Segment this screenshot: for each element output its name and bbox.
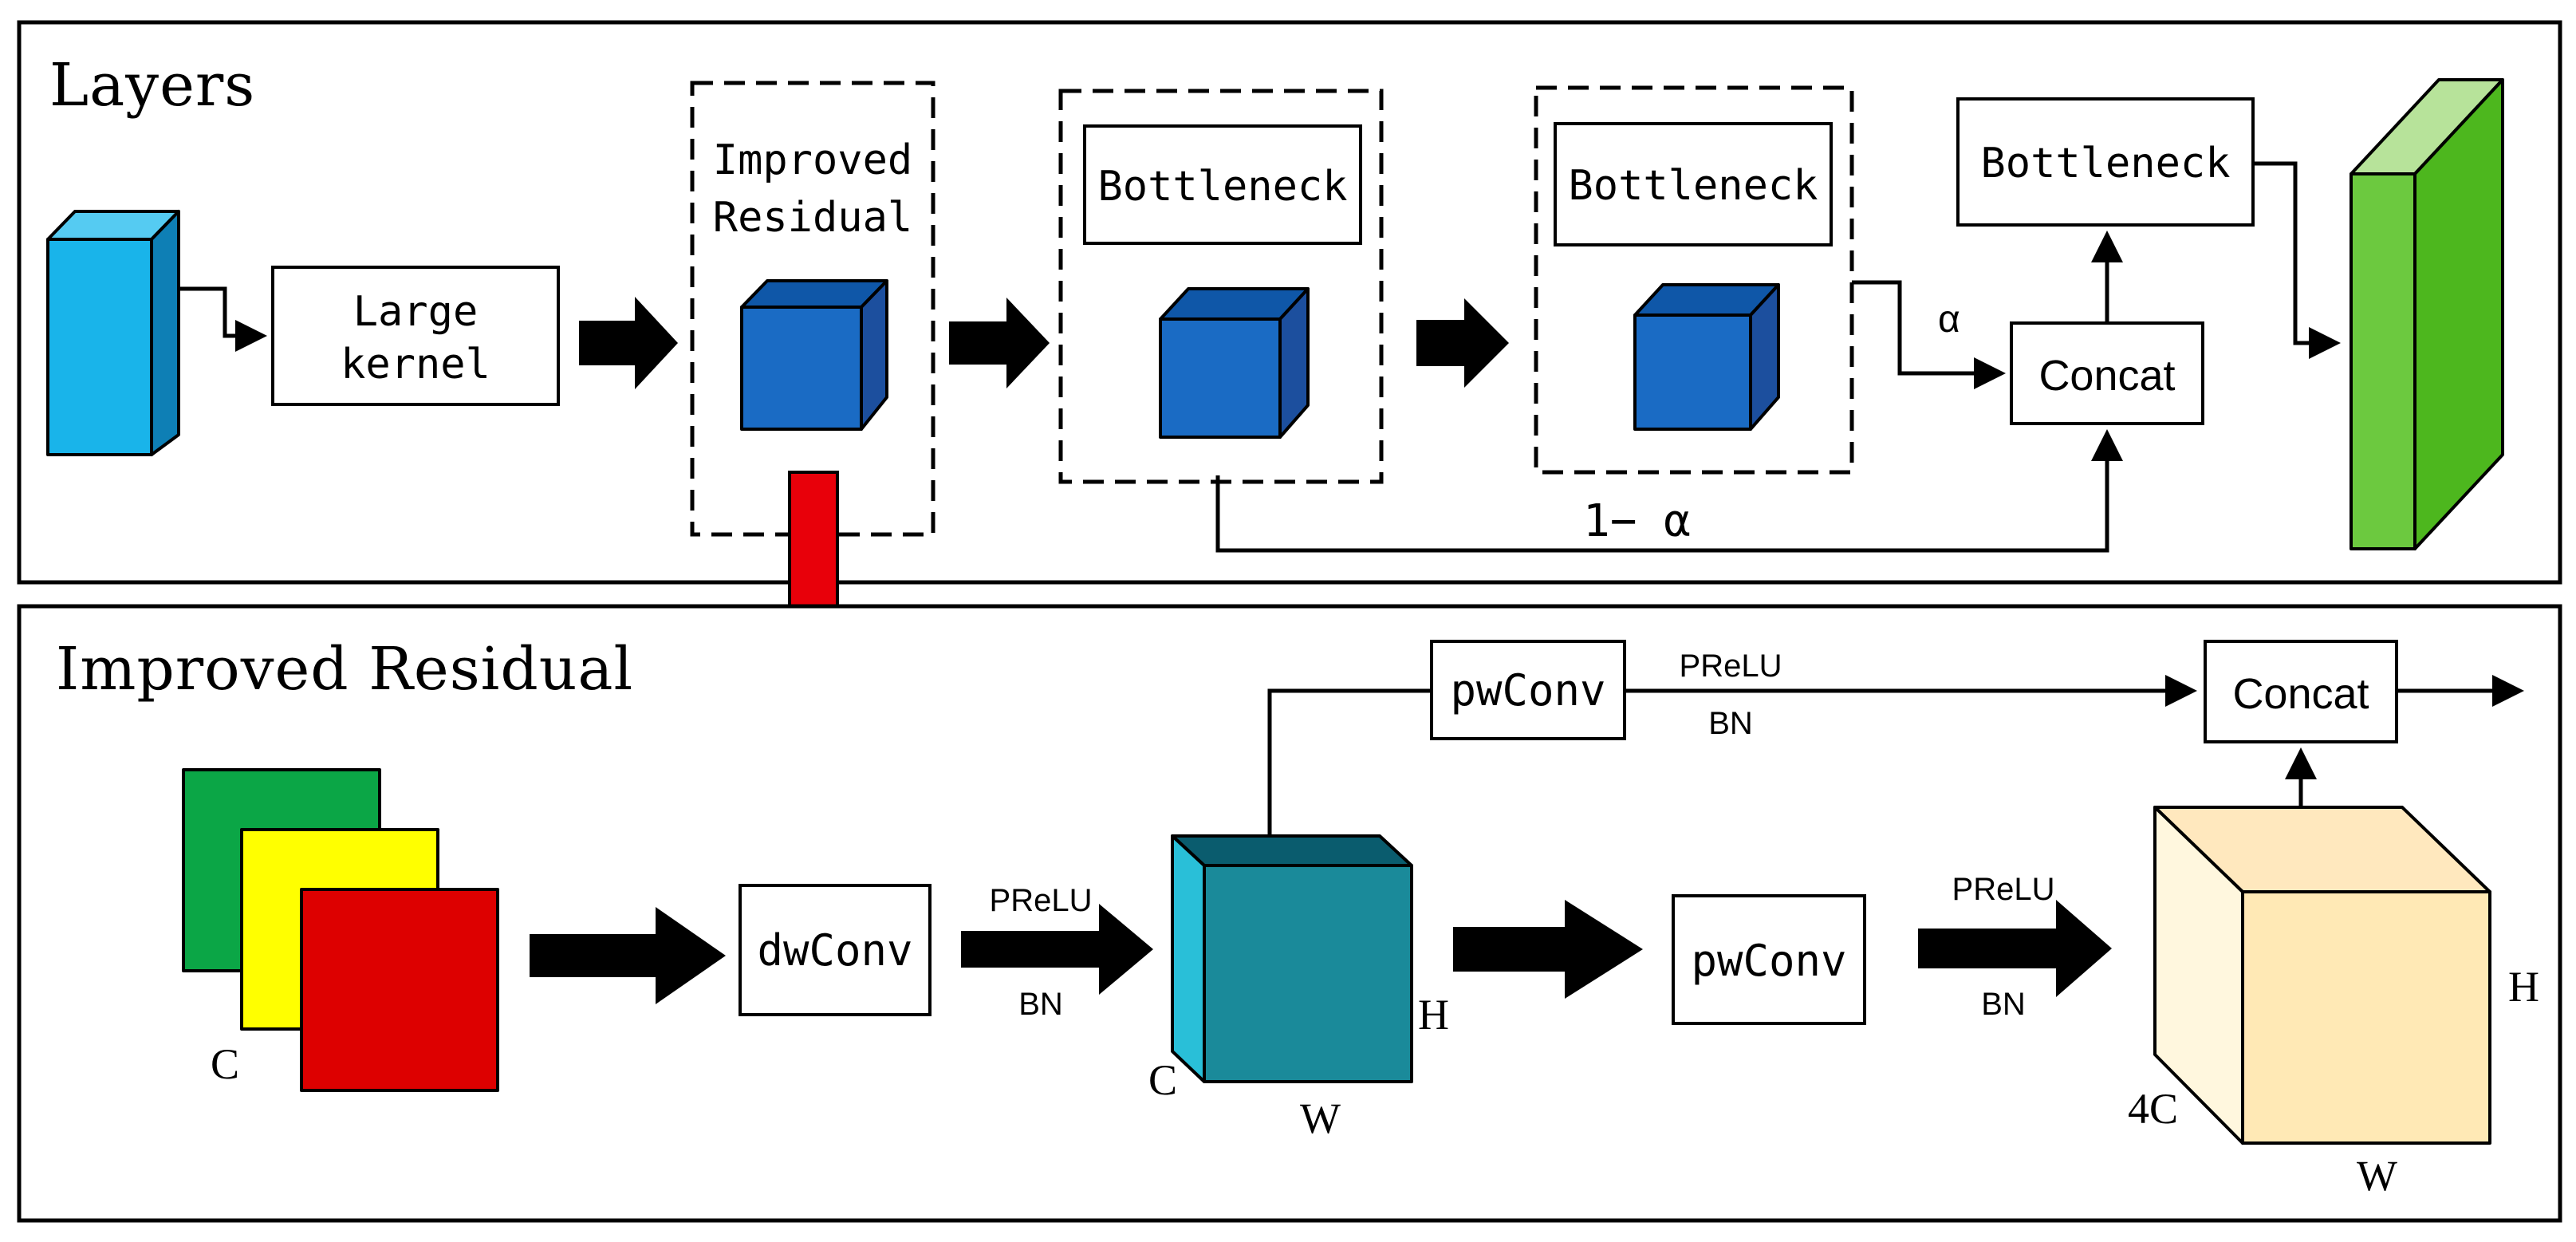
prelu-2-label: PReLU xyxy=(1952,872,2055,907)
bn-2-label: BN xyxy=(1981,987,2026,1022)
pwconv-top-label: pwConv xyxy=(1450,665,1605,716)
bottleneck-1-cube xyxy=(1159,287,1310,439)
large-kernel-node: Large kernel xyxy=(271,266,560,406)
bottleneck-2-cube xyxy=(1633,283,1780,431)
intermediate-teal-cuboid xyxy=(1171,834,1413,1083)
concat-top-node xyxy=(2010,321,2204,425)
bottleneck-group-2: Bottleneck xyxy=(1534,85,1854,475)
dwconv-label: dwConv xyxy=(757,925,912,976)
edge-one-minus-alpha xyxy=(1215,429,2123,553)
layers-panel-title: Layers xyxy=(49,51,255,120)
teal-h-label: H xyxy=(1418,991,1449,1039)
pwconv-mid-label: pwConv xyxy=(1691,936,1846,986)
out-h-label: H xyxy=(2508,963,2539,1011)
dwconv-node xyxy=(739,884,932,1016)
concat-bottom-label: Concat xyxy=(2232,670,2369,718)
input-channel-stack xyxy=(182,768,499,1092)
pwconv-mid-node xyxy=(1672,894,1866,1025)
input-feature-cuboid xyxy=(46,210,180,456)
output-cream-cube xyxy=(2153,806,2491,1145)
improved-residual-label-line1: Improved xyxy=(713,136,912,184)
edge-input-to-large-kernel xyxy=(179,286,267,352)
prelu-top-label: PReLU xyxy=(1680,649,1782,684)
concat-bottom-node xyxy=(2204,640,2398,743)
improved-residual-cube xyxy=(740,279,888,431)
edge-teal-to-pwconv-top xyxy=(1267,688,1432,836)
teal-w-label: W xyxy=(1300,1094,1341,1142)
fat-arrow-prelu-1 xyxy=(961,904,1153,995)
improved-residual-group: Improved Residual xyxy=(690,81,935,537)
edge-alpha xyxy=(1852,280,2006,389)
fat-arrow-1 xyxy=(579,297,678,389)
improved-residual-label-line2: Residual xyxy=(713,194,912,242)
bottleneck-2-label: Bottleneck xyxy=(1568,162,1818,210)
large-kernel-label-line2: kernel xyxy=(341,341,490,388)
fat-arrow-3 xyxy=(1416,298,1509,388)
fat-arrow-prelu-2 xyxy=(1918,900,2112,997)
pwconv-top-node xyxy=(1430,640,1626,740)
bottleneck-3-label: Bottleneck xyxy=(1980,140,2230,187)
out-w-label: W xyxy=(2357,1152,2397,1200)
out-4c-label: 4C xyxy=(2128,1085,2178,1133)
bottleneck-group-1: Bottleneck xyxy=(1058,89,1384,484)
bottleneck-2-box xyxy=(1554,122,1833,246)
concat-top-label: Concat xyxy=(2038,352,2175,400)
bottleneck-1-box xyxy=(1083,124,1362,245)
teal-c-label: C xyxy=(1148,1056,1177,1104)
improved-residual-panel-title: Improved Residual xyxy=(56,635,633,704)
fat-arrow-to-dwconv xyxy=(530,907,726,1004)
output-feature-cuboid xyxy=(2350,78,2504,550)
bn-top-label: BN xyxy=(1708,706,1753,741)
bottleneck-1-label: Bottleneck xyxy=(1097,163,1347,211)
alpha-label: α xyxy=(1938,298,1960,341)
fat-arrow-to-pwconv-mid xyxy=(1453,900,1643,999)
large-kernel-label-line1: Large xyxy=(353,288,479,336)
prelu-1-label: PReLU xyxy=(990,883,1093,918)
fat-arrow-2 xyxy=(949,298,1050,388)
bn-1-label: BN xyxy=(1018,987,1063,1022)
input-channel-c-label: C xyxy=(211,1040,239,1088)
one-minus-alpha-label: 1− α xyxy=(1583,495,1691,547)
edge-bottleneck-3-to-output xyxy=(2253,161,2341,359)
bottleneck-3-node xyxy=(1956,97,2255,227)
